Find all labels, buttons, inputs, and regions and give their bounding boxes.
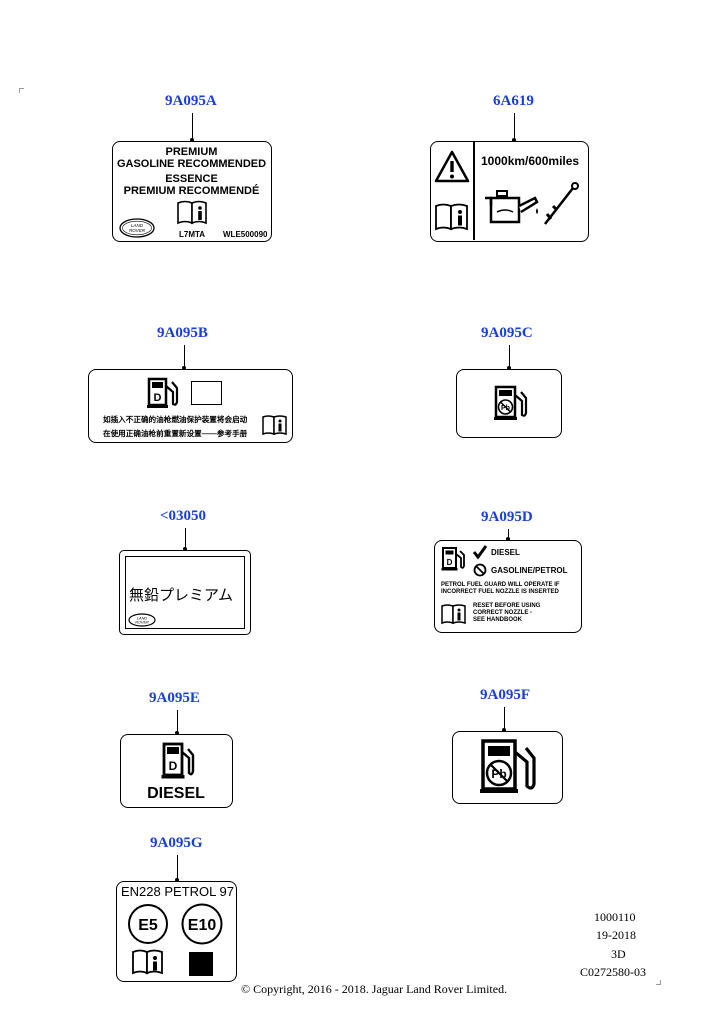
reset-line-2: CORRECT NOZZLE -: [473, 610, 532, 616]
handbook-info-icon: [441, 604, 466, 625]
fuel-pump-prohibited-icon: Pb: [494, 385, 528, 420]
fuel-pump-icon: D: [161, 742, 195, 779]
leader-line: [514, 113, 515, 141]
leader-dot: [506, 537, 510, 541]
diesel-text: DIESEL: [147, 785, 205, 802]
service-interval-text: 1000km/600miles: [481, 154, 580, 168]
corner-mark-top-left: [19, 88, 24, 93]
leader-line: [177, 855, 178, 881]
fuel-pump-prohibited-icon: Pb: [480, 739, 536, 793]
label-text-line-2: GASOLINE RECOMMENDED: [116, 158, 267, 170]
e5-badge: E5: [128, 904, 168, 944]
prohibited-icon: [473, 563, 487, 577]
warning-line-1: PETROL FUEL GUARD WILL OPERATE IF: [441, 582, 560, 588]
check-icon: [472, 545, 488, 560]
label-9a095d: D DIESEL GASOLINE/PETROL PETROL FUEL GUA…: [434, 540, 582, 633]
svg-text:D: D: [447, 558, 453, 567]
svg-text:LAND: LAND: [137, 617, 147, 621]
svg-text:E10: E10: [188, 917, 217, 934]
leader-dot: [175, 878, 179, 882]
fuel-pump-icon: D: [441, 547, 465, 571]
leader-line: [192, 113, 193, 141]
svg-text:D: D: [154, 392, 162, 404]
land-rover-logo: LAND ROVER: [128, 613, 156, 627]
svg-text:ROVER: ROVER: [135, 621, 149, 625]
callout-6a619[interactable]: 6A619: [493, 93, 534, 109]
blank-square: [191, 381, 222, 405]
callout-03050[interactable]: <03050: [160, 508, 207, 524]
label-9a095b: D 如插入不正确的油枪燃油保护装置将会启动 在使用正确油枪前重置新设置——参考手…: [88, 369, 293, 443]
callout-9a095c[interactable]: 9A095C: [481, 325, 533, 341]
reference-date: 19-2018: [596, 928, 636, 942]
svg-text:ROVER: ROVER: [129, 228, 146, 233]
japanese-premium-unleaded-text: 無鉛プレミアム: [129, 587, 233, 604]
svg-text:Pb: Pb: [501, 405, 510, 412]
handbook-info-icon: [435, 203, 468, 231]
leader-dot: [512, 138, 516, 142]
reference-number: 1000110: [594, 910, 636, 924]
leader-dot: [183, 547, 187, 551]
callout-9a095e[interactable]: 9A095E: [149, 690, 200, 706]
label-9a095c: Pb: [456, 369, 562, 438]
corner-mark-bottom-right: [656, 980, 661, 985]
copyright-text: © Copyright, 2016 - 2018. Jaguar Land Ro…: [241, 982, 508, 996]
leader-dot: [182, 366, 186, 370]
svg-text:D: D: [169, 759, 178, 773]
warning-line-2: INCORRECT FUEL NOZZLE IS INSERTED: [441, 589, 559, 595]
callout-9a095d[interactable]: 9A095D: [481, 509, 533, 525]
inner-border: [125, 556, 245, 629]
leader-dot: [502, 728, 506, 732]
label-03050: 無鉛プレミアム LAND ROVER: [119, 550, 251, 635]
reference-view: 3D: [611, 947, 626, 961]
svg-text:E5: E5: [138, 917, 158, 934]
label-text-line-1: 如插入不正确的油枪燃油保护装置将会启动: [103, 415, 248, 424]
label-text-line-3: ESSENCE: [165, 173, 218, 185]
fuel-standard-title: EN228 PETROL 97: [121, 884, 234, 899]
dipstick-icon: [544, 182, 579, 225]
leader-line: [184, 345, 185, 369]
leader-line: [177, 710, 178, 734]
land-rover-logo: LAND ROVER: [119, 218, 155, 238]
e10-badge: E10: [181, 903, 223, 945]
handbook-info-icon: [132, 949, 163, 975]
label-text-line-4: PREMIUM RECOMMENDÉ: [123, 185, 260, 197]
leader-dot: [175, 731, 179, 735]
callout-9a095f[interactable]: 9A095F: [480, 687, 530, 703]
leader-line: [185, 528, 186, 550]
warning-triangle-icon: [434, 150, 470, 183]
allowed-fuel-text: DIESEL: [491, 548, 520, 557]
svg-text:LAND: LAND: [131, 223, 144, 228]
fuel-pump-icon: D: [147, 377, 179, 408]
illustration-code: C0272580-03: [580, 965, 646, 979]
handbook-info-icon: [177, 200, 207, 225]
label-9a095f: Pb: [452, 731, 563, 804]
leader-line: [508, 529, 509, 540]
leader-dot: [507, 366, 511, 370]
label-9a095a: PREMIUM GASOLINE RECOMMENDED ESSENCE PRE…: [112, 141, 272, 242]
reset-line-1: RESET BEFORE USING: [473, 603, 541, 609]
label-code-2: WLE500090: [223, 230, 268, 239]
leader-dot: [190, 138, 194, 142]
label-divider: [473, 142, 475, 240]
black-square: [189, 952, 213, 976]
label-text-line-2: 在使用正确油枪前重置新设置——参考手册: [103, 429, 248, 438]
label-9a095g: EN228 PETROL 97 E5 E10: [116, 881, 237, 982]
label-6a619: 1000km/600miles: [430, 141, 589, 242]
oil-can-icon: [485, 190, 539, 224]
prohibited-fuel-text: GASOLINE/PETROL: [491, 566, 568, 575]
callout-9a095a[interactable]: 9A095A: [165, 93, 217, 109]
label-9a095e: D DIESEL: [120, 734, 233, 808]
label-text-line-1: PREMIUM: [165, 146, 218, 158]
reset-line-3: SEE HANDBOOK: [473, 617, 523, 623]
leader-line: [504, 707, 505, 731]
handbook-info-icon: [262, 415, 287, 436]
leader-line: [509, 345, 510, 369]
callout-9a095g[interactable]: 9A095G: [150, 835, 203, 851]
callout-9a095b[interactable]: 9A095B: [157, 325, 208, 341]
label-code-1: L7MTA: [179, 230, 206, 239]
